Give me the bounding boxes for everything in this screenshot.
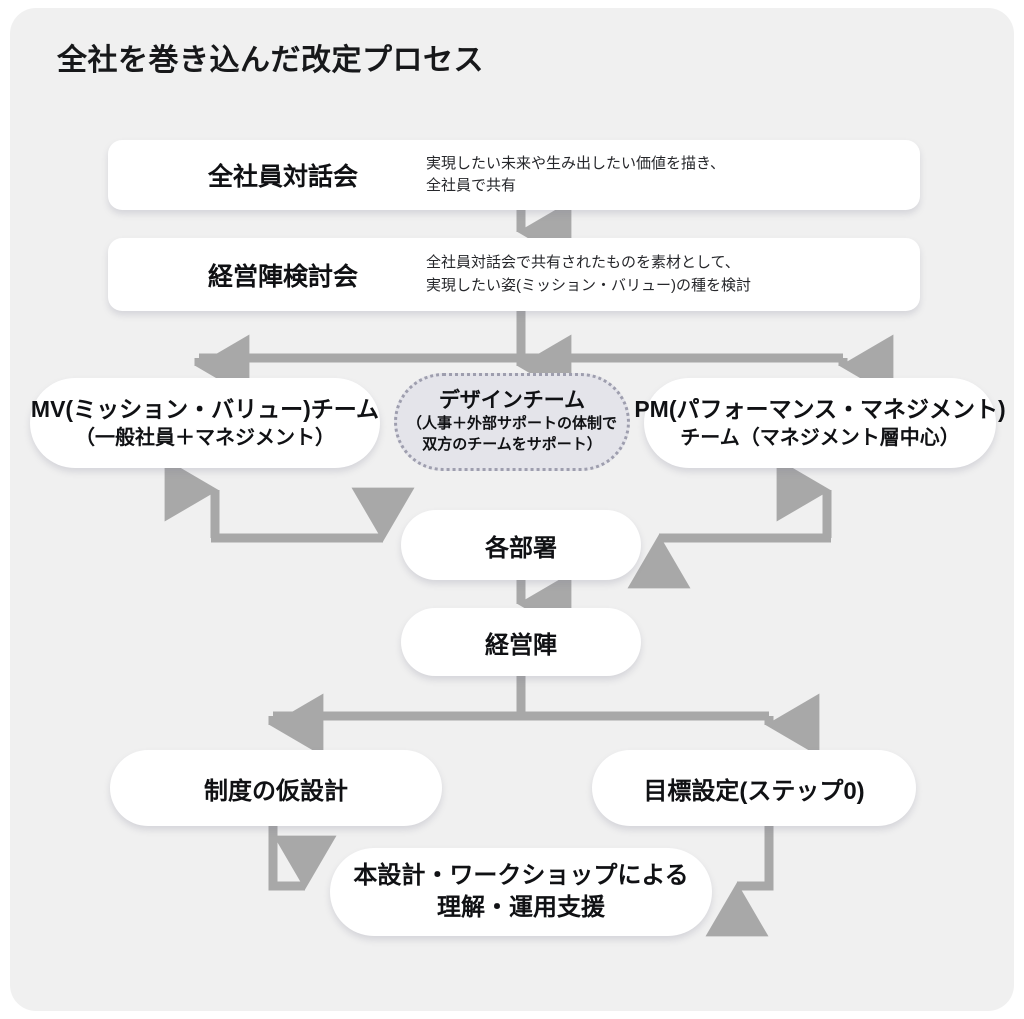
node-honsekkei-workshop-line2: 理解・運用支援	[437, 894, 605, 921]
node-desc-keieijin-kentoukai: 全社員対話会で共有されたものを素材として、 実現したい姿(ミッション・バリュー)…	[426, 254, 751, 294]
node-kaku-busho-label: 各部署	[485, 534, 557, 562]
node-pm-team[interactable]: PM(パフォーマンス・マネジメント) チーム（マネジメント層中心）	[634, 378, 1006, 468]
node-design-team-line2: （人事＋外部サポートの体制で	[406, 415, 617, 433]
connector-mokuhyou-to-honsekkei	[705, 826, 774, 937]
node-design-team-line1: デザインチーム	[438, 389, 586, 413]
page-title: 全社を巻き込んだ改定プロセス	[57, 44, 484, 77]
node-keieijin-label: 経営陣	[485, 631, 557, 659]
node-seido-kari-sekkei-label: 制度の仮設計	[204, 777, 348, 805]
node-zenshain-taiwakai[interactable]: 全社員対話会 実現したい未来や生み出したい価値を描き、 全社員で共有	[108, 140, 920, 210]
node-mv-team-line2: （一般社員＋マネジメント）	[75, 426, 335, 449]
connector-karisekkei-to-honsekkei	[268, 826, 337, 891]
node-mv-team-line1: MV(ミッション・バリュー)チーム	[30, 396, 380, 423]
node-pm-team-line1: PM(パフォーマンス・マネジメント)	[634, 396, 1006, 423]
node-title-zenshain-taiwakai: 全社員対話会	[207, 163, 358, 191]
node-design-team[interactable]: デザインチーム （人事＋外部サポートの体制で 双方のチームをサポート）	[394, 373, 630, 471]
node-keieijin[interactable]: 経営陣	[401, 608, 641, 676]
node-kaku-busho[interactable]: 各部署	[401, 510, 641, 580]
node-mokuhyou-settei[interactable]: 目標設定(ステップ0)	[592, 750, 916, 826]
node-mokuhyou-settei-label: 目標設定(ステップ0)	[643, 777, 865, 805]
node-desc-zenshain-taiwakai: 実現したい未来や生み出したい価値を描き、 全社員で共有	[426, 154, 725, 195]
node-design-team-line3: 双方のチームをサポート）	[422, 436, 602, 454]
node-keieijin-kentoukai[interactable]: 経営陣検討会 全社員対話会で共有されたものを素材として、 実現したい姿(ミッショ…	[108, 238, 920, 311]
node-seido-kari-sekkei[interactable]: 制度の仮設計	[110, 750, 442, 826]
node-mv-team[interactable]: MV(ミッション・バリュー)チーム （一般社員＋マネジメント）	[30, 378, 380, 468]
node-pm-team-line2: チーム（マネジメント層中心）	[680, 426, 960, 449]
node-honsekkei-workshop-line1: 本設計・ワークショップによる	[353, 861, 689, 889]
node-title-keieijin-kentoukai: 経営陣検討会	[207, 262, 358, 291]
node-honsekkei-workshop[interactable]: 本設計・ワークショップによる 理解・運用支援	[330, 848, 712, 936]
